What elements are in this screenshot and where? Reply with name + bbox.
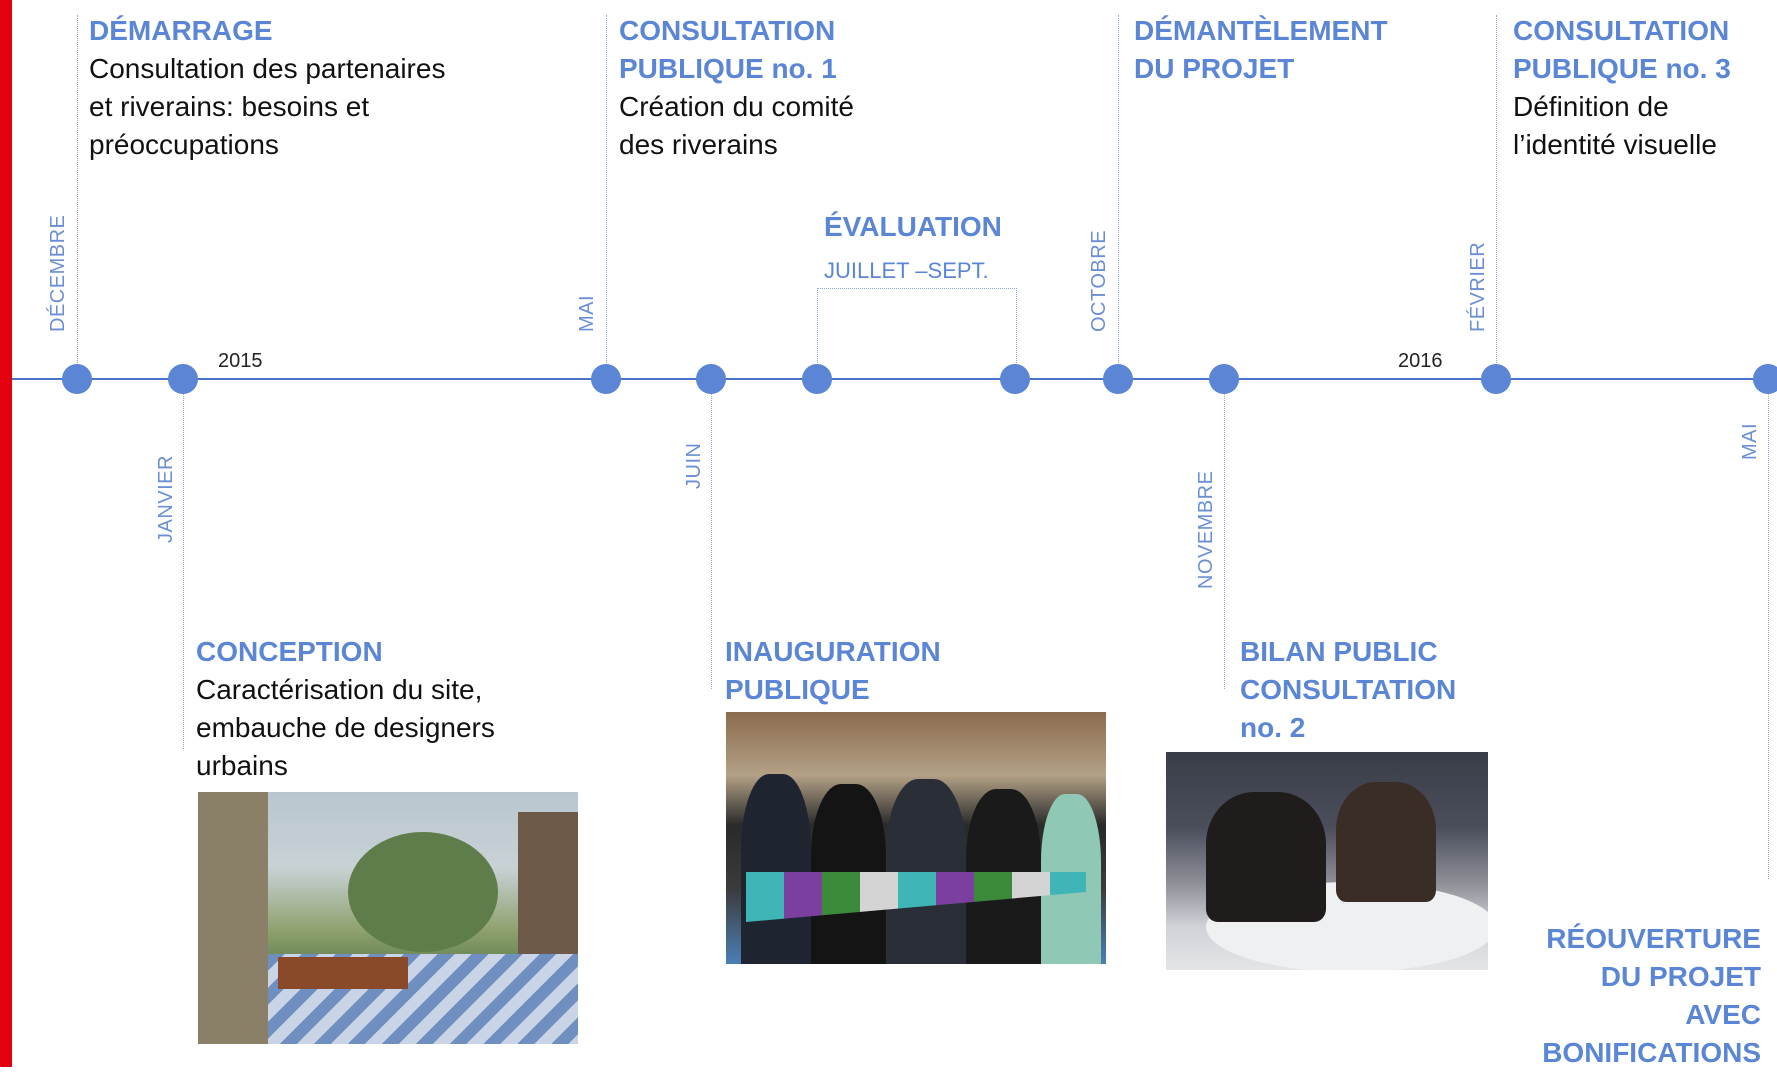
timeline-dot-decembre (62, 364, 92, 394)
inauguration-title: INAUGURATION PUBLIQUE (725, 636, 941, 705)
timeline-dot-fevrier (1481, 364, 1511, 394)
evaluation-bracket (817, 288, 1017, 379)
consultation-1-description: Création du comité des riverains (619, 91, 855, 160)
month-octobre: OCTOBRE (1088, 229, 1110, 332)
rendering-tree (348, 832, 498, 952)
timeline-dot-mai-2016 (1753, 364, 1777, 394)
consultation-1-title: CONSULTATION PUBLIQUE no. 1 (619, 15, 837, 84)
month-mai-2016: MAI (1739, 422, 1761, 460)
brand-red-bar (0, 0, 12, 1067)
timeline-dot-juillet (802, 364, 832, 394)
photo-person (886, 779, 966, 964)
connector-decembre (77, 15, 78, 379)
connector-octobre (1118, 15, 1119, 379)
inauguration-photo (726, 712, 1106, 964)
reouverture-title: RÉOUVERTURE DU PROJET AVEC BONIFICATIONS (1542, 923, 1761, 1068)
timeline-dot-septembre (1000, 364, 1030, 394)
demarrage-title: DÉMARRAGE (89, 15, 273, 46)
photo-participant (1336, 782, 1436, 902)
evaluation-period: JUILLET –SEPT. (824, 258, 989, 283)
timeline-dot-juin (696, 364, 726, 394)
month-decembre: DÉCEMBRE (47, 214, 69, 332)
conception-description: Caractérisation du site, embauche de des… (196, 674, 495, 781)
connector-fevrier (1496, 15, 1497, 379)
bilan-title: BILAN PUBLIC CONSULTATION no. 2 (1240, 636, 1457, 743)
demarrage-description: Consultation des partenaires et riverain… (89, 53, 446, 160)
month-juin: JUIN (683, 442, 705, 489)
timeline-dot-mai-2015 (591, 364, 621, 394)
evaluation-title: ÉVALUATION (824, 211, 1002, 242)
consultation-3-description: Définition de l’identité visuelle (1513, 91, 1717, 160)
timeline-dot-novembre (1209, 364, 1239, 394)
conception-rendering-image (198, 792, 578, 1044)
connector-juin (711, 379, 712, 689)
year-2015: 2015 (218, 350, 263, 372)
month-mai-2015: MAI (576, 294, 598, 332)
timeline-axis (12, 378, 1777, 380)
rendering-planter (278, 957, 408, 989)
demantelement-title: DÉMANTÈLEMENT DU PROJET (1134, 15, 1388, 84)
timeline-dot-janvier (168, 364, 198, 394)
connector-janvier (183, 379, 184, 749)
month-fevrier: FÉVRIER (1467, 241, 1489, 332)
consultation-3-title: CONSULTATION PUBLIQUE no. 3 (1513, 15, 1731, 84)
rendering-church (198, 792, 268, 1044)
month-janvier: JANVIER (155, 455, 177, 543)
bilan-consultation-photo (1166, 752, 1488, 970)
photo-participant (1206, 792, 1326, 922)
connector-mai-2015 (606, 15, 607, 379)
month-novembre: NOVEMBRE (1195, 470, 1217, 589)
year-2016: 2016 (1398, 350, 1443, 372)
connector-novembre (1224, 379, 1225, 689)
conception-title: CONCEPTION (196, 636, 383, 667)
photo-person (741, 774, 811, 964)
connector-mai-2016 (1768, 379, 1769, 879)
timeline-dot-octobre (1103, 364, 1133, 394)
